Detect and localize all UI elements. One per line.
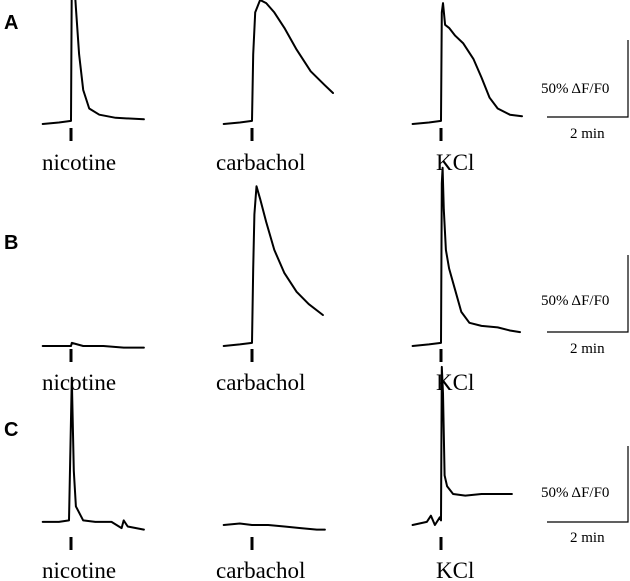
stim-label-c-carbachol: carbachol (216, 558, 305, 581)
panel-letter-c: C (4, 419, 18, 441)
stim-label-a-nicotine: nicotine (42, 150, 116, 175)
scale-y-label-b: 50% ΔF/F0 (541, 293, 609, 309)
panel-c: nicotine carbachol KCl 50% ΔF/F0 2 min (41, 365, 629, 581)
stim-label-a-carbachol: carbachol (216, 150, 305, 175)
stim-label-b-nicotine: nicotine (42, 370, 116, 395)
trace-b-nicotine (41, 341, 145, 349)
panel-b: nicotine carbachol KCl 50% ΔF/F0 2 min (41, 166, 629, 395)
trace-a-nicotine (41, 0, 145, 125)
scale-y-label-c: 50% ΔF/F0 (541, 485, 609, 501)
panel-letter-a: A (4, 12, 18, 34)
scale-x-label-b: 2 min (570, 341, 605, 357)
trace-b-carbachol (222, 185, 324, 347)
scale-bar-c: 50% ΔF/F0 2 min (541, 446, 629, 546)
scale-bar-b: 50% ΔF/F0 2 min (541, 255, 629, 357)
trace-a-kcl (411, 2, 523, 125)
trace-c-carbachol (222, 522, 326, 531)
scale-y-label-a: 50% ΔF/F0 (541, 81, 609, 97)
scale-bar-a: 50% ΔF/F0 2 min (541, 40, 629, 142)
trace-c-nicotine (41, 376, 145, 531)
stim-label-c-kcl: KCl (436, 558, 474, 581)
scale-x-label-a: 2 min (570, 126, 605, 142)
trace-b-kcl (411, 166, 521, 347)
stim-label-b-carbachol: carbachol (216, 370, 305, 395)
stim-label-c-nicotine: nicotine (42, 558, 116, 581)
panel-a: nicotine carbachol KCl 50% ΔF/F0 2 min (41, 0, 629, 175)
scale-x-label-c: 2 min (570, 530, 605, 546)
trace-c-kcl (411, 365, 513, 526)
panel-letter-b: B (4, 232, 18, 254)
trace-a-carbachol (222, 0, 334, 125)
